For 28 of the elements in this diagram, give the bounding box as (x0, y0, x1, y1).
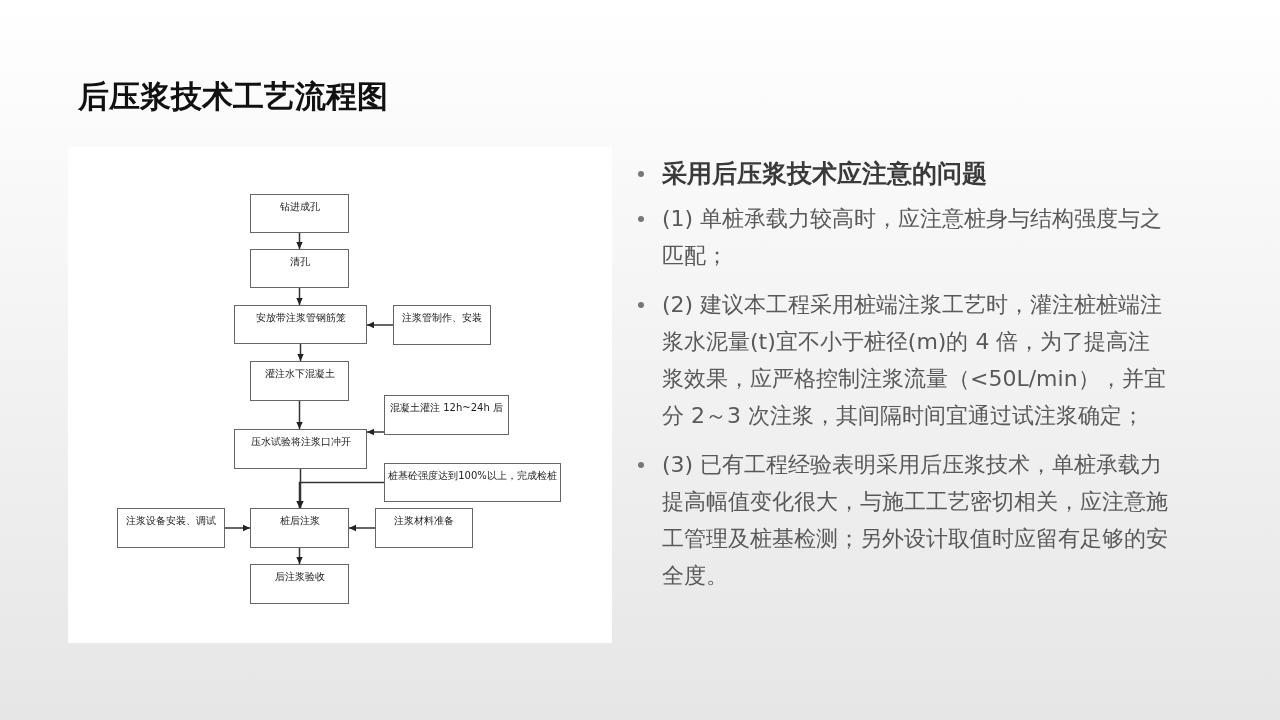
arrow (297, 468, 304, 509)
arrow (348, 524, 376, 532)
process-box: 注浆管制作、安装 (393, 305, 491, 345)
process-box: 注浆材料准备 (375, 508, 473, 548)
process-box: 桩后注浆 (250, 508, 349, 548)
arrow (224, 524, 251, 532)
process-box: 后注浆验收 (250, 564, 349, 604)
arrow (296, 232, 303, 250)
arrow (296, 547, 303, 565)
arrow (296, 481, 385, 509)
process-box: 清孔 (250, 249, 349, 288)
bullet-text: (3) 已有工程经验表明采用后压浆技术，单桩承载力提高幅值变化很大，与施工工艺密切相关，应注意施工管理及桩基检测；另外设计取值时应留有足够的安全度。 (662, 452, 1168, 588)
arrow (296, 287, 303, 306)
bullet-text: (2) 建议本工程采用桩端注浆工艺时，灌注桩桩端注浆水泥量(t)宜不小于桩径(m)的 4 倍，为了提高注浆效果，应严格控制注浆流量（<50L/min），并宜分 2～3 次注浆，其间隔时间宜通过试注浆确定； (662, 292, 1166, 428)
arrow (366, 428, 385, 436)
list-heading: 采用后压浆技术应注意的问题 (662, 159, 987, 188)
process-box: 灌注水下混凝土 (250, 361, 349, 401)
process-box: 安放带注浆管钢筋笼 (234, 305, 367, 344)
slide-title: 后压浆技术工艺流程图 (78, 77, 388, 116)
process-box: 钻进成孔 (250, 194, 349, 233)
process-box: 混凝土灌注 12h~24h 后 (384, 395, 509, 435)
arrow (296, 400, 303, 430)
process-box: 注浆设备安装、调试 (117, 508, 225, 548)
process-box: 桩基砼强度达到100%以上，完成检桩 (384, 463, 561, 502)
arrow (366, 321, 394, 329)
bullet-text: (1) 单桩承载力较高时，应注意桩身与结构强度与之匹配； (662, 206, 1163, 268)
arrow (297, 343, 304, 362)
process-box: 压水试验将注浆口冲开 (234, 429, 367, 469)
